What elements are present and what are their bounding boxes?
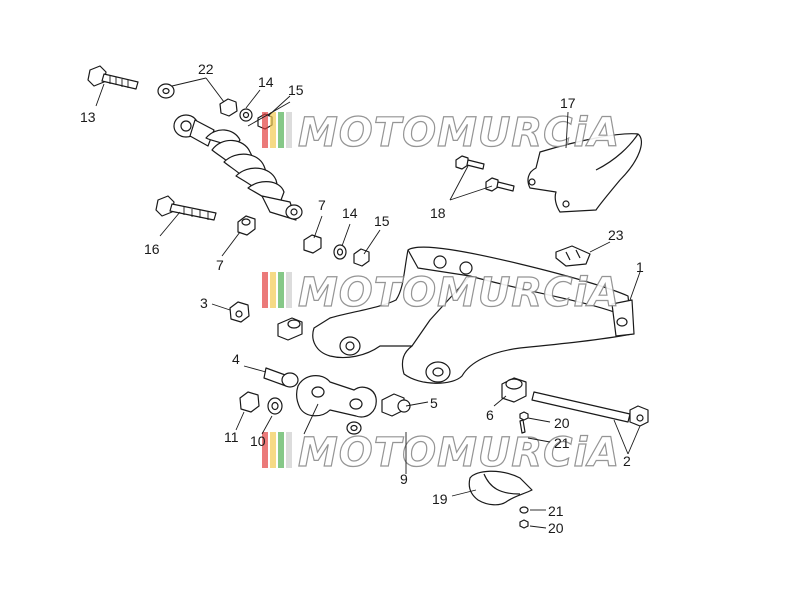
pin-4 — [263, 367, 299, 388]
label-9: 9 — [400, 471, 408, 487]
callout-labels: 13 22 14 15 17 18 16 7 7 14 15 23 1 3 4 … — [80, 61, 644, 536]
chain-guard-17 — [527, 133, 642, 213]
label-6: 6 — [486, 407, 494, 423]
watermark-layer: MOTOMURCiA MOTOMURCiA MOTOMURCiA — [262, 109, 620, 477]
label-10: 10 — [250, 433, 266, 449]
watermark-text: MOTOMURCiA — [298, 270, 620, 316]
swing-arm-1 — [312, 246, 635, 384]
shock-absorber — [173, 114, 303, 221]
label-3: 3 — [200, 295, 208, 311]
label-15-top: 15 — [288, 82, 304, 98]
watermark-stripe — [262, 112, 268, 148]
watermark-stripe — [270, 112, 276, 148]
label-22: 22 — [198, 61, 214, 77]
clip-23 — [555, 245, 591, 267]
watermark-stripe — [278, 112, 284, 148]
watermark-stripe — [286, 272, 292, 308]
link-plate-9 — [296, 375, 377, 418]
watermark-stripe — [270, 432, 276, 468]
screws-18 — [455, 155, 515, 192]
leader-lines — [95, 77, 641, 529]
label-19: 19 — [432, 491, 448, 507]
label-7-lower: 7 — [216, 257, 224, 273]
watermark-stripe — [270, 272, 276, 308]
label-1: 1 — [636, 259, 644, 275]
watermark-3: MOTOMURCiA — [262, 429, 620, 477]
screw-20-upper — [519, 411, 529, 434]
bushing-6 — [501, 377, 527, 403]
spacer-5 — [381, 393, 411, 417]
bolt-16 — [155, 195, 217, 221]
label-20-upper: 20 — [554, 415, 570, 431]
watermark-text: MOTOMURCiA — [298, 110, 620, 156]
nut-11-washer-10 — [239, 391, 283, 415]
watermark-stripe — [286, 112, 292, 148]
label-7-upper: 7 — [318, 197, 326, 213]
label-21-upper: 21 — [554, 435, 570, 451]
bushing-center — [277, 317, 303, 341]
label-21-lower: 21 — [548, 503, 564, 519]
label-18: 18 — [430, 205, 446, 221]
label-14-mid: 14 — [342, 205, 358, 221]
bushing-7-left — [237, 215, 256, 236]
watermark-stripe — [262, 272, 268, 308]
label-14-top: 14 — [258, 74, 274, 90]
watermark-2: MOTOMURCiA — [262, 269, 620, 317]
label-20-lower: 20 — [548, 520, 564, 536]
nut-3 — [229, 301, 250, 323]
label-2: 2 — [623, 453, 631, 469]
bolt-13 — [87, 65, 139, 90]
watermark-stripe — [278, 432, 284, 468]
label-15-mid: 15 — [374, 213, 390, 229]
washer-link — [346, 421, 362, 435]
washer-22 — [157, 83, 175, 99]
watermark-stripe — [278, 272, 284, 308]
axle-2 — [531, 391, 649, 427]
label-11: 11 — [224, 429, 239, 445]
label-5: 5 — [430, 395, 438, 411]
watermark-1: MOTOMURCiA — [262, 109, 620, 157]
label-4: 4 — [232, 351, 240, 367]
label-23: 23 — [608, 227, 624, 243]
washer-screw-lower — [519, 506, 529, 529]
label-17: 17 — [560, 95, 576, 111]
watermark-text: MOTOMURCiA — [298, 430, 620, 476]
watermark-stripe — [286, 432, 292, 468]
label-16: 16 — [144, 241, 160, 257]
label-13: 13 — [80, 109, 96, 125]
cover-19 — [468, 470, 533, 506]
watermark-stripe — [262, 432, 268, 468]
bushing-washer-nut-cluster — [303, 234, 370, 267]
